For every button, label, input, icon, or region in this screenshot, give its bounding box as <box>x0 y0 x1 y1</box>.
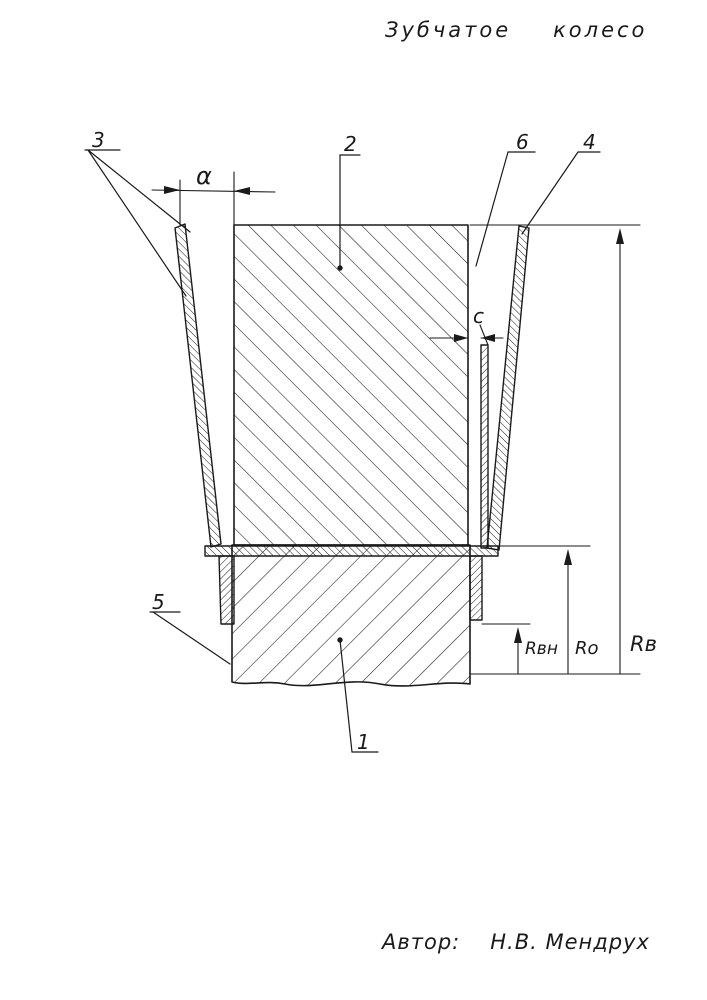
part-1-shaft <box>232 545 470 686</box>
left-lower-collar <box>219 556 234 624</box>
callout-2: 2 <box>344 132 357 156</box>
callout-5: 5 <box>152 590 165 614</box>
leader-5-a <box>153 612 230 664</box>
dimension-ro-label: Ro <box>575 638 599 659</box>
author-name: Н.В. Мендрух <box>490 930 650 954</box>
author-label: Автор: <box>382 930 460 954</box>
author-line: Автор: Н.В. Мендрух <box>382 930 702 954</box>
part-4-right-sleeve-wall <box>487 226 529 550</box>
dimension-rvn-label: Rвн <box>525 639 558 659</box>
c-label-leader <box>480 325 488 345</box>
part-2-gear-body <box>234 225 468 545</box>
part-3-left-sleeve-wall <box>175 224 221 547</box>
callout-6: 6 <box>516 130 529 154</box>
leader-3-a <box>88 150 186 296</box>
leader-6-a <box>476 152 508 266</box>
ro-arrow <box>564 549 572 565</box>
c-arrow-right <box>481 334 495 342</box>
rb-arrow <box>616 228 624 244</box>
callout-1: 1 <box>357 730 370 754</box>
alpha-arrow-right <box>234 187 250 195</box>
right-lower-collar <box>470 556 482 620</box>
part-6-inner-lining <box>481 345 488 548</box>
alpha-arrow-left <box>164 186 180 194</box>
callout-3: 3 <box>92 128 105 152</box>
dimension-alpha-label: α <box>196 162 212 190</box>
leader-1-dot <box>338 638 342 642</box>
dimension-rb-label: Rв <box>630 632 657 656</box>
part-3-sleeve-flange <box>205 546 498 556</box>
leader-4-a <box>522 152 578 234</box>
leader-2-dot <box>338 266 342 270</box>
callout-4: 4 <box>583 130 596 154</box>
rvn-arrow <box>514 627 522 643</box>
dimension-c-label: c <box>473 304 484 328</box>
